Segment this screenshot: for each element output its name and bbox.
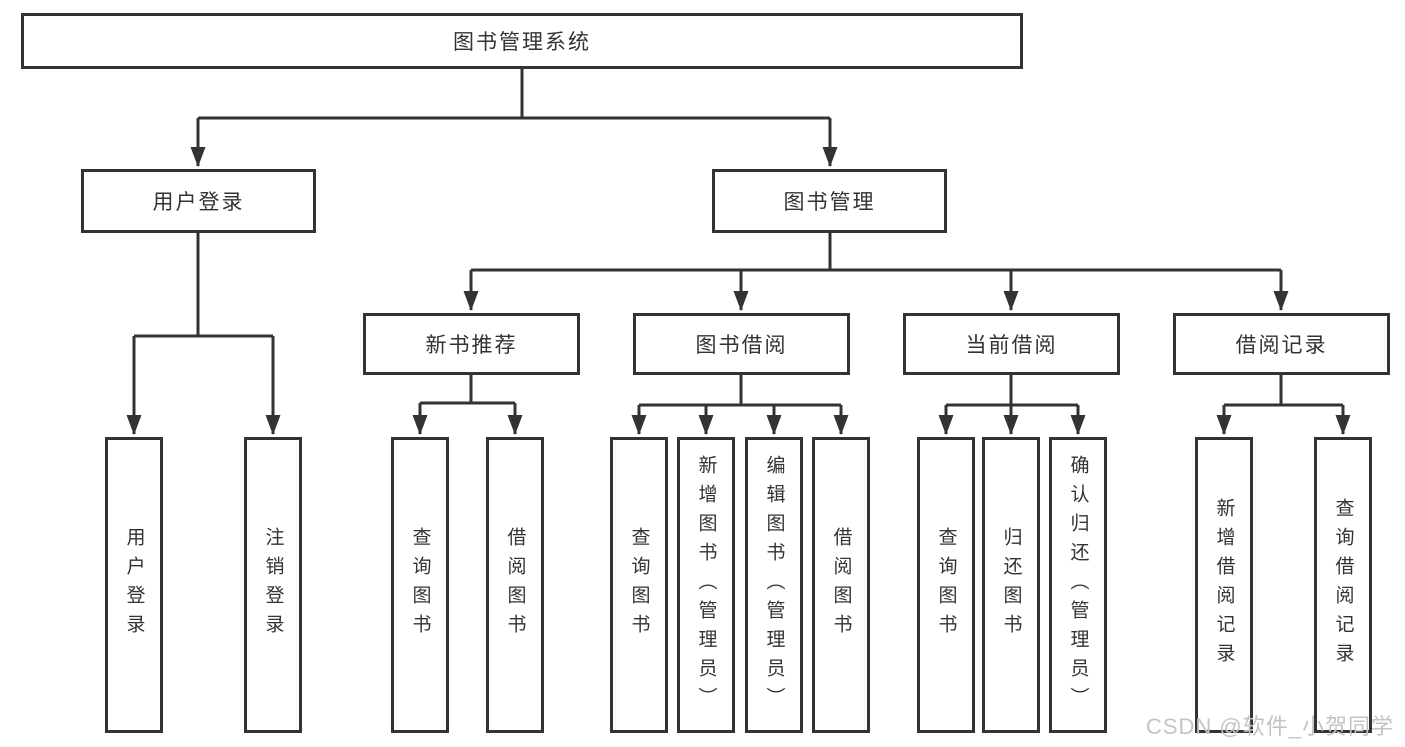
node-root-library-system: 图书管理系统 — [21, 13, 1023, 69]
node-new-book-recommend: 新书推荐 — [363, 313, 580, 375]
node-current-borrow: 当前借阅 — [903, 313, 1120, 375]
leaf-logout: 注销登录 — [244, 437, 302, 733]
node-borrow-records: 借阅记录 — [1173, 313, 1390, 375]
leaf-borrow-edit-book-admin: 编辑图书（管理员） — [745, 437, 803, 733]
csdn-watermark: CSDN @软件_小贺同学 — [1145, 714, 1394, 739]
node-user-login: 用户登录 — [81, 169, 316, 233]
leaf-records-add-record: 新增借阅记录 — [1195, 437, 1253, 733]
leaf-current-query-book: 查询图书 — [917, 437, 975, 733]
node-book-borrow: 图书借阅 — [633, 313, 850, 375]
leaf-records-query-record: 查询借阅记录 — [1314, 437, 1372, 733]
leaf-current-return-book: 归还图书 — [982, 437, 1040, 733]
leaf-borrow-add-book-admin: 新增图书（管理员） — [677, 437, 735, 733]
node-book-management: 图书管理 — [712, 169, 947, 233]
leaf-recommend-borrow-book: 借阅图书 — [486, 437, 544, 733]
leaf-recommend-query-book: 查询图书 — [391, 437, 449, 733]
leaf-user-login: 用户登录 — [105, 437, 163, 733]
leaf-borrow-query-book: 查询图书 — [610, 437, 668, 733]
leaf-current-confirm-return-admin: 确认归还（管理员） — [1049, 437, 1107, 733]
leaf-borrow-borrow-book: 借阅图书 — [812, 437, 870, 733]
